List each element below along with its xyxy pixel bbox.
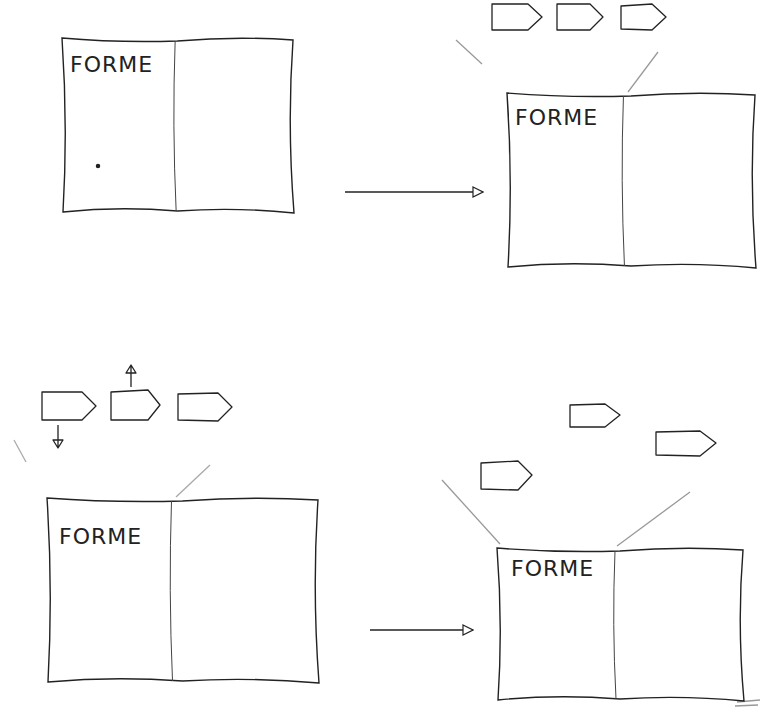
ray-line — [617, 492, 690, 546]
book-outline — [45, 495, 320, 685]
pentagon-shape — [621, 4, 666, 30]
form-book: FORME — [495, 545, 745, 703]
pentagon-shape — [570, 404, 620, 427]
pentagon-shape — [656, 431, 716, 456]
small-arrow — [126, 365, 136, 387]
ray-line — [456, 40, 482, 64]
form-book: FORME — [45, 495, 320, 685]
pentagon-shape — [492, 4, 542, 30]
ray-line — [176, 465, 210, 497]
form-book: FORME — [505, 90, 757, 270]
ray-line — [628, 52, 658, 92]
form-book: FORME — [60, 35, 295, 215]
transition-arrow — [370, 629, 473, 630]
transition-arrow — [345, 191, 483, 192]
pentagon-shape — [481, 461, 532, 490]
ray-line — [14, 440, 26, 462]
ray-line — [442, 480, 500, 544]
page-title: FORME — [59, 525, 142, 549]
page-title: FORME — [515, 106, 598, 130]
small-arrow — [53, 425, 63, 448]
page-title: FORME — [511, 557, 594, 581]
pentagon-shape — [111, 390, 160, 420]
pentagon-shape — [178, 393, 232, 421]
pentagon-shape — [557, 4, 603, 30]
pen-dot — [96, 164, 99, 167]
page-title: FORME — [70, 53, 153, 77]
pentagon-shape — [42, 392, 96, 420]
